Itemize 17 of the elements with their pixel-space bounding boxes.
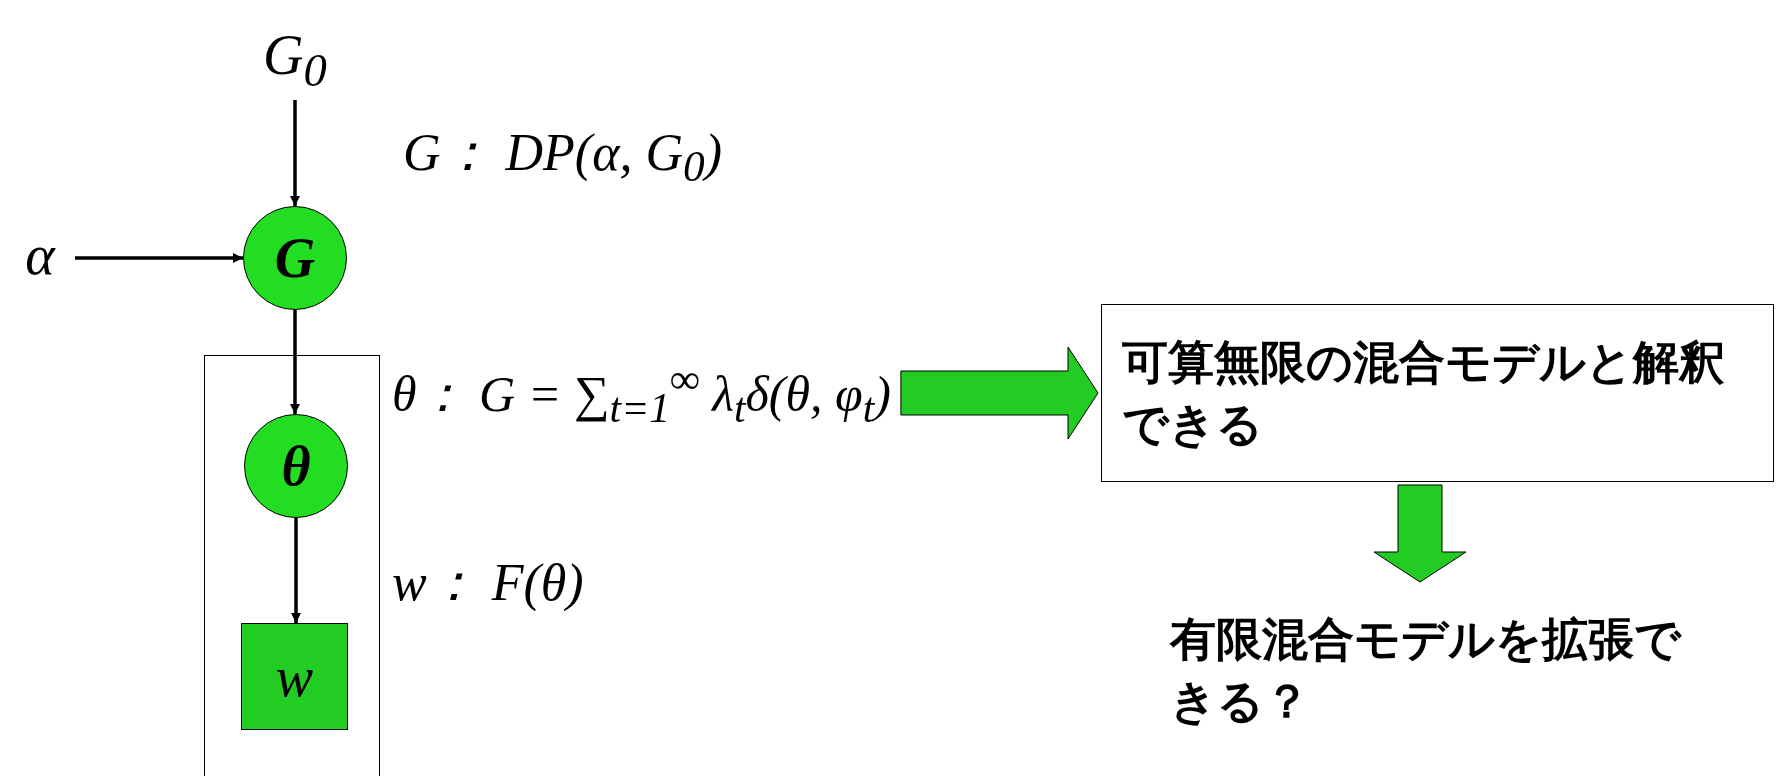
- arrow: [290, 100, 300, 206]
- block-arrow: [900, 346, 1099, 440]
- question-text: 有限混合モデルを拡張できる？: [1170, 585, 1710, 755]
- variable-circle: θ: [244, 414, 348, 518]
- arrow: [291, 518, 301, 623]
- formula-text: w： F(θ): [392, 553, 584, 613]
- block-arrow: [1373, 484, 1467, 583]
- variable-circle: G: [243, 206, 347, 310]
- formula-text: θ： G = ∑$_{t=1}$$^{∞}$ λ$_{t}$δ(θ, φ$_{t}$): [392, 318, 891, 468]
- text-box: 可算無限の混合モデルと解釈できる: [1101, 304, 1774, 482]
- math-symbol: α: [5, 220, 75, 290]
- arrow: [75, 253, 243, 263]
- arrow: [290, 310, 300, 414]
- plate-box: [204, 355, 380, 776]
- observed-variable-box: w: [241, 623, 348, 730]
- math-symbol: G$_{0}$: [255, 20, 335, 100]
- formula-text: G： DP(α, G$_{0}$): [403, 123, 723, 192]
